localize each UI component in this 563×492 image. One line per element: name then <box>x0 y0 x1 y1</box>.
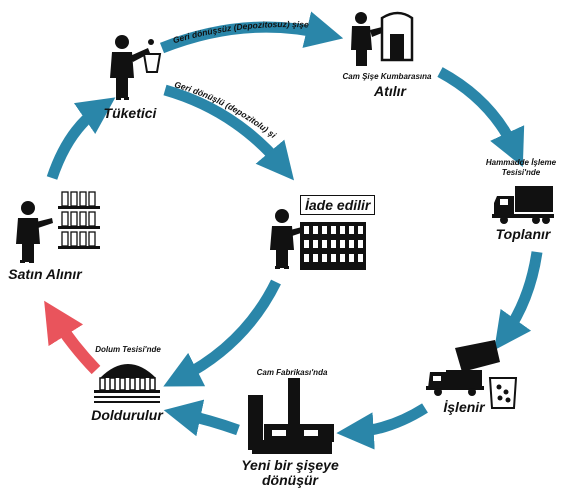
bottle-bank-caption: Cam Şişe Kumbarasına <box>342 72 432 81</box>
filling-label: Doldurulur <box>91 407 163 423</box>
person-returning-icon <box>270 209 366 270</box>
bottle-bank-icon <box>351 11 414 66</box>
collection-caption: Hammadde İşleme Tesisi'nde <box>485 158 557 177</box>
arrow-collect-to-process <box>494 251 543 351</box>
shopper-icon <box>16 191 100 263</box>
returned-label: İade edilir <box>300 195 376 215</box>
glass-factory-caption: Cam Fabrikası'nda <box>256 368 328 377</box>
arrow-bank-to-collect <box>437 67 525 167</box>
glass-factory-label: Yeni bir şişeye dönüşür <box>241 457 339 488</box>
cycle-arrows <box>46 11 543 450</box>
person-throwing-icon <box>110 35 162 100</box>
filling-plant-caption: Dolum Tesisi'nde <box>95 345 161 354</box>
arrow-consumer-to-return <box>163 84 295 181</box>
arrow-return-to-filling <box>163 279 281 387</box>
bottle-bank-label: Atılır <box>374 83 406 99</box>
arrow-factory-to-filling <box>163 399 240 437</box>
collection-label: Toplanır <box>495 226 551 242</box>
truck-icon <box>492 186 554 224</box>
consumer-label: Tüketici <box>103 105 157 121</box>
bottling-plant-icon <box>94 364 160 403</box>
arrow-process-to-factory <box>336 403 428 450</box>
arrow-purchase-to-consumer <box>46 97 116 180</box>
factory-icon <box>248 378 334 454</box>
dump-truck-icon <box>426 340 518 409</box>
purchase-label: Satın Alınır <box>8 266 82 282</box>
processing-label: İşlenir <box>443 399 485 415</box>
arrow-consumer-to-bank <box>159 11 344 54</box>
arrow-filling-to-purchase <box>44 300 101 375</box>
